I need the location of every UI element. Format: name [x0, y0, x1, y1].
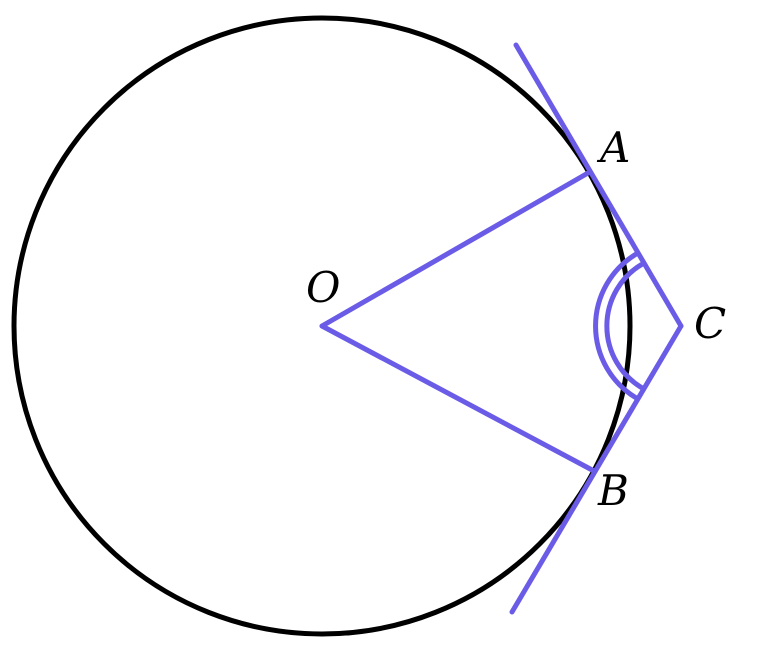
angle-arc-outer: [593, 250, 640, 402]
radius-oa: [319, 170, 591, 329]
radius-ob: [319, 323, 597, 474]
tangent-line-cb: [509, 323, 684, 615]
label-point-o: O: [306, 263, 340, 312]
label-point-b: B: [597, 466, 629, 515]
angle-arc-inner: [604, 260, 646, 392]
tangent-line-ac: [513, 42, 684, 329]
label-point-a: A: [596, 123, 630, 172]
label-point-c: C: [694, 299, 726, 348]
circle: [11, 15, 633, 637]
